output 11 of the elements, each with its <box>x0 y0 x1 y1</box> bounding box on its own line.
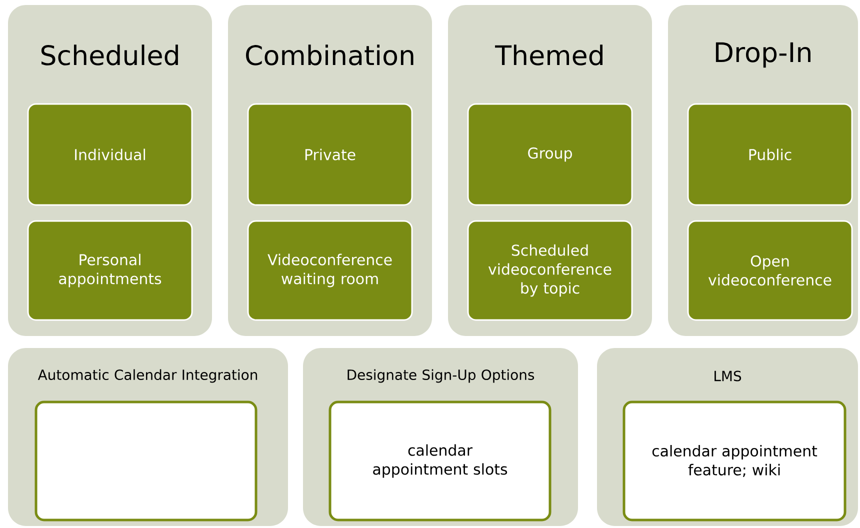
content-box: Personal appointments <box>27 220 193 321</box>
content-box: calendar appointment feature; wiki <box>622 400 846 522</box>
content-box: Group <box>467 103 633 206</box>
content-box: Videoconference waiting room <box>247 220 413 321</box>
content-box: Scheduled videoconference by topic <box>467 220 633 321</box>
content-box: calendar appointment slots <box>328 400 552 522</box>
content-box: Individual <box>27 103 193 206</box>
content-box: Open videoconference <box>687 220 853 321</box>
content-box <box>34 400 258 522</box>
content-box: Public <box>687 103 853 206</box>
content-box: Private <box>247 103 413 206</box>
